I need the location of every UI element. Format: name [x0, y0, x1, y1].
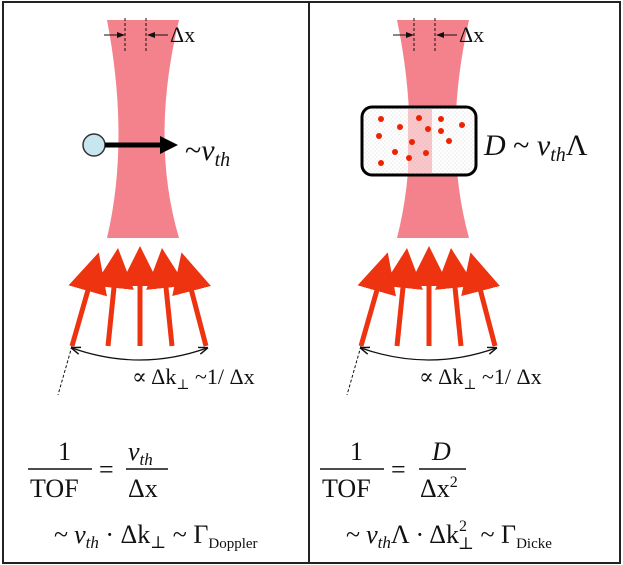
- angular-spread-arc: [361, 348, 496, 361]
- moving-particle: [82, 133, 178, 157]
- k-vector-arrow: [461, 252, 500, 347]
- k-vector-arrow: [94, 248, 134, 347]
- particle-velocity-label: ~vth: [185, 134, 230, 171]
- diffusion-label: D ~ vthΛ: [483, 129, 588, 166]
- k-vector-arrow: [357, 252, 396, 347]
- transit-time-equation: 1 TOF = D Δx2: [320, 437, 466, 503]
- fan-extension-line: [346, 345, 362, 396]
- beam-width-marker: Δx: [393, 18, 484, 52]
- k-vector-fan: [68, 246, 211, 347]
- eq-numerator: 1: [58, 437, 71, 466]
- k-vector-arrow: [146, 248, 186, 347]
- eq-denominator: TOF: [322, 474, 371, 503]
- angular-spread-label: ∝ Δk⊥ ~1/ Δx: [132, 364, 255, 393]
- transit-time-equation: 1 TOF = vth Δx: [28, 437, 168, 503]
- k-vector-fan: [357, 246, 500, 347]
- k-vector-arrow: [68, 252, 107, 347]
- beam-width-label: Δx: [170, 22, 195, 47]
- k-vector-arrow: [435, 248, 475, 347]
- eq-equals: =: [391, 455, 406, 484]
- laser-beam: [107, 20, 179, 238]
- eq-numerator: 1: [350, 437, 363, 466]
- gas-particles: [376, 115, 465, 166]
- eq-equals: =: [99, 455, 114, 484]
- eq-denominator: TOF: [30, 474, 79, 503]
- eq-rhs-denominator: Δx2: [420, 474, 458, 503]
- eq-line2: ~vthΛ · Δk2⊥ ~ ΓDicke: [346, 518, 552, 553]
- angular-spread-label: ∝ Δk⊥ ~1/ Δx: [419, 364, 542, 393]
- beam-width-marker: Δx: [104, 18, 195, 52]
- diffusion-box: [360, 105, 478, 177]
- eq-rhs-numerator: D: [431, 437, 451, 466]
- eq-line2: ~vth · Δk⊥ ~ ΓDoppler: [54, 520, 258, 552]
- beam-width-label: Δx: [459, 22, 484, 47]
- k-vector-arrow: [383, 248, 423, 347]
- angular-spread-arc: [72, 348, 207, 361]
- eq-rhs-numerator: vth: [128, 437, 153, 469]
- k-vector-arrow: [172, 252, 211, 347]
- left-panel: Δx ~vth ∝ Δk⊥ ~1/ Δx 1 TOF: [28, 18, 258, 552]
- right-panel: Δx D ~ vthΛ: [320, 18, 588, 553]
- eq-rhs-denominator: Δx: [128, 474, 158, 503]
- fan-extension-line: [57, 345, 73, 396]
